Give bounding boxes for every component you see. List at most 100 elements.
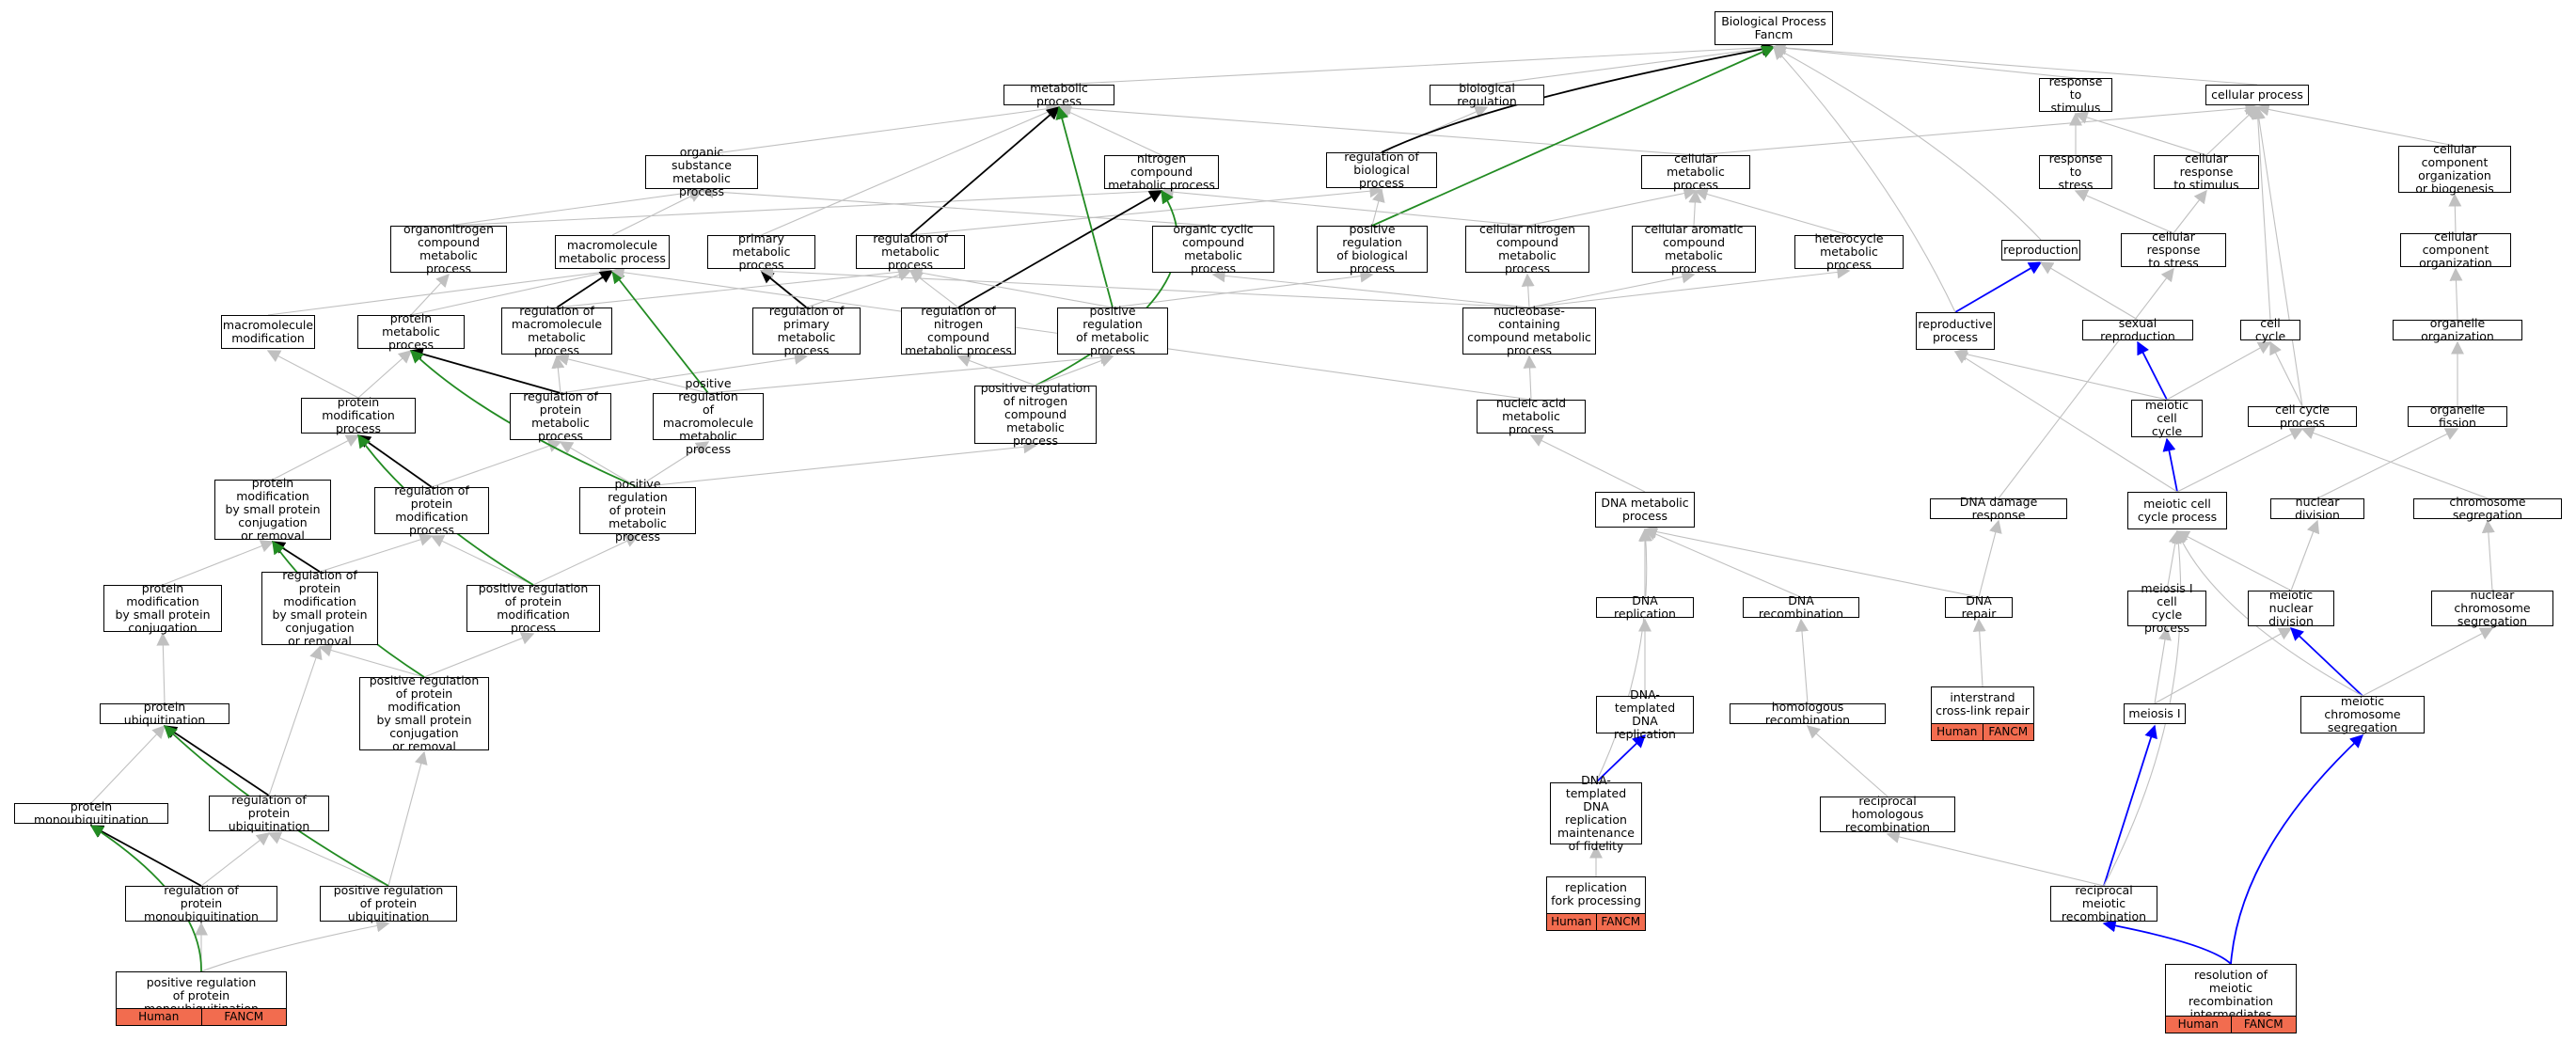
go-term-label: meiotic cell cycle [2144,398,2189,438]
go-term-node[interactable]: response to stimulus [2039,74,2112,115]
go-term-node[interactable]: protein modification by small protein co… [103,582,222,635]
go-term-node[interactable]: cellular nitrogen compound metabolic pro… [1465,223,1589,276]
go-term-node[interactable]: meiotic nuclear division [2248,589,2334,628]
go-term-node[interactable]: meiosis I [2124,703,2186,724]
go-term-node[interactable]: regulation of biological process [1326,150,1437,190]
go-term-node[interactable]: positive regulation of protein metabolic… [579,478,696,544]
go-term-node[interactable]: regulation of nitrogen compound metaboli… [901,305,1016,357]
go-term-node[interactable]: regulation of protein metabolic process [510,389,611,443]
go-term-node[interactable]: protein ubiquitination [100,701,229,727]
go-term-label: positive regulation of nitrogen compound… [980,381,1091,448]
is-a-edge [637,441,710,488]
positively-regulates-edge [1371,45,1776,227]
go-term-node[interactable]: reciprocal homologous recombination [1820,795,1955,834]
go-term-node[interactable]: DNA-templated DNA replication [1596,688,1694,741]
go-term-node[interactable]: biological regulation [1430,81,1544,108]
go-term-node[interactable]: DNA metabolic process [1595,492,1695,528]
positively-regulates-edge [409,350,639,488]
go-term-node[interactable]: protein metabolic process [357,312,465,352]
go-term-node[interactable]: reciprocal meiotic recombination [2050,883,2157,923]
go-term-node[interactable]: positive regulation of metabolic process [1057,305,1168,357]
go-term-node[interactable]: cellular component organization [2400,230,2511,270]
go-term-node[interactable]: cellular response to stimulus [2154,152,2259,192]
go-term-node[interactable]: resolution of meiotic recombination inte… [2165,964,2297,1033]
go-term-node[interactable]: regulation of protein ubiquitination [209,793,329,833]
go-term-node[interactable]: nucleic acid metabolic process [1477,397,1586,436]
go-term-node[interactable]: cell cycle [2240,317,2300,343]
go-term-node[interactable]: sexual reproduction [2082,317,2193,343]
is-a-edge [1521,273,1535,308]
go-term-node[interactable]: positive regulation of protein monoubiqu… [116,971,287,1026]
go-term-node[interactable]: protein modification by small protein co… [214,477,331,543]
go-term-node[interactable]: nuclear division [2270,495,2364,522]
go-term-node[interactable]: organelle fission [2408,403,2507,430]
go-term-node[interactable]: Biological Process Fancm [1715,11,1833,45]
go-term-node[interactable]: DNA repair [1945,594,2013,621]
go-term-node[interactable]: organonitrogen compound metabolic proces… [390,223,507,276]
go-term-node[interactable]: regulation of protein monoubiquitination [125,884,277,923]
go-term-node[interactable]: heterocycle metabolic process [1794,232,1904,272]
go-term-label: biological regulation [1457,81,1517,108]
go-term-node[interactable]: regulation of protein modification proce… [374,484,489,537]
go-term-node[interactable]: DNA replication [1596,594,1694,621]
go-term-node[interactable]: protein modification process [301,396,416,435]
is-a-edge [909,266,1114,308]
go-term-node[interactable]: reproduction [2001,240,2080,260]
go-term-node[interactable]: homologous recombination [1730,701,1886,727]
go-term-node[interactable]: macromolecule modification [221,315,315,349]
go-term-node[interactable]: regulation of protein modification by sm… [261,569,378,648]
go-term-node[interactable]: protein monoubiquitination [14,800,168,827]
go-term-node[interactable]: cell cycle process [2248,403,2357,430]
go-term-node[interactable]: positive regulation of biological proces… [1317,223,1428,276]
go-term-node[interactable]: organelle organization [2393,317,2522,343]
go-term-node[interactable]: cellular process [2205,85,2309,105]
go-term-node[interactable]: meiotic cell cycle process [2127,492,2227,529]
part-of-edge [2230,734,2364,965]
go-term-node[interactable]: positive regulation of protein modificat… [359,674,489,753]
go-term-node[interactable]: cellular aromatic compound metabolic pro… [1632,223,1756,276]
go-term-node[interactable]: chromosome segregation [2413,496,2562,522]
species-tag: Human [2165,1016,2232,1033]
go-term-node[interactable]: meiosis I cell cycle process [2127,582,2206,635]
go-term-node[interactable]: primary metabolic process [707,232,815,272]
go-term-label: regulation of macromolecule metabolic pr… [511,304,603,357]
is-a-edge [200,919,390,972]
is-a-edge [2154,626,2172,704]
go-term-node[interactable]: meiotic chromosome segregation [2300,695,2425,734]
go-term-node[interactable]: nitrogen compound metabolic process [1104,152,1219,192]
go-term-node[interactable]: positive regulation of protein ubiquitin… [320,884,457,923]
is-a-edge [760,264,1530,308]
go-term-label: nuclear division [2295,495,2340,522]
go-term-node[interactable]: macromolecule metabolic process [555,235,670,269]
go-term-node[interactable]: positive regulation of macromolecule met… [653,377,764,456]
go-term-label: reciprocal meiotic recombination [2061,883,2147,923]
is-a-edge [162,540,275,586]
go-term-node[interactable]: cellular response to stress [2121,230,2226,270]
go-term-node[interactable]: nuclear chromosome segregation [2431,589,2553,628]
go-term-node[interactable]: metabolic process [1004,82,1114,108]
go-term-node[interactable]: regulation of metabolic process [856,232,965,272]
go-term-node[interactable]: response to stress [2039,152,2112,192]
go-term-node[interactable]: DNA damage response [1930,496,2067,522]
go-term-label: regulation of protein metabolic process [523,389,598,443]
go-term-label: regulation of protein ubiquitination [228,793,310,833]
go-term-label: response to stimulus [2048,74,2103,115]
go-term-node[interactable]: reproductive process [1916,312,1995,350]
go-term-node[interactable]: meiotic cell cycle [2131,398,2203,438]
go-term-node[interactable]: regulation of macromolecule metabolic pr… [501,304,612,357]
go-term-node[interactable]: DNA recombination [1743,594,1859,621]
go-term-node[interactable]: organic substance metabolic process [645,146,758,198]
is-a-edge [1643,528,1802,598]
go-term-node[interactable]: nucleobase-containing compound metabolic… [1462,305,1596,357]
go-term-node[interactable]: cellular metabolic process [1641,152,1750,192]
go-term-node[interactable]: cellular component organization or bioge… [2398,143,2511,196]
is-a-edge [2362,627,2494,697]
is-a-edge [532,535,640,586]
go-term-node[interactable]: DNA-templated DNA replication maintenanc… [1550,774,1642,853]
go-term-node[interactable]: regulation of primary metabolic process [752,305,861,357]
go-term-node[interactable]: organic cyclic compound metabolic proces… [1152,223,1274,276]
go-term-node[interactable]: positive regulation of nitrogen compound… [974,382,1097,448]
go-term-node[interactable]: positive regulation of protein modificat… [466,582,600,635]
